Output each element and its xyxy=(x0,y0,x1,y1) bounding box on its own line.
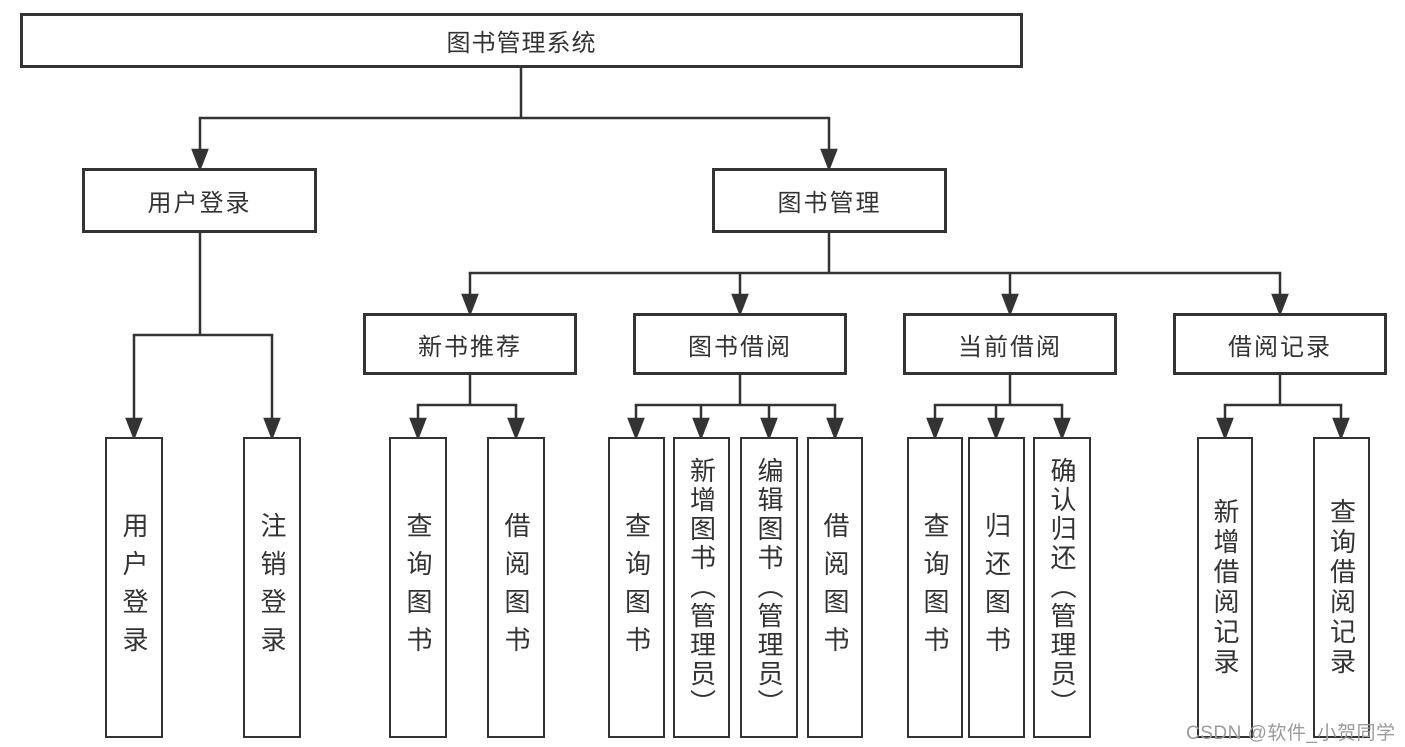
node-label: 查询借阅记录 xyxy=(1326,497,1357,678)
node-leaf-logout: 注销登录 xyxy=(243,437,301,738)
node-book-management: 图书管理 xyxy=(712,168,947,233)
node-leaf-query-books-current: 查询图书 xyxy=(907,437,963,738)
node-label: 查询图书 xyxy=(621,511,652,664)
node-label: 用户登录 xyxy=(119,511,149,664)
node-leaf-query-books-borrowing: 查询图书 xyxy=(608,437,665,738)
connector-bookmgmt-to-level3 xyxy=(461,233,1289,317)
node-label: 图书管理系统 xyxy=(446,30,597,57)
connector-borrowrecord-to-leaves xyxy=(1216,375,1350,441)
node-label: 查询图书 xyxy=(920,511,950,664)
node-label: 新增图书（管理员） xyxy=(686,457,717,718)
node-leaf-add-borrow-record: 新增借阅记录 xyxy=(1197,437,1253,738)
node-label: 编辑图书（管理员） xyxy=(754,457,784,718)
node-leaf-query-borrow-record: 查询借阅记录 xyxy=(1313,437,1370,738)
node-label: 归还图书 xyxy=(981,511,1012,664)
node-leaf-edit-books-admin: 编辑图书（管理员） xyxy=(740,437,798,738)
node-user-login: 用户登录 xyxy=(82,168,317,233)
csdn-watermark: CSDN @软件_小贺同学 xyxy=(1186,723,1396,744)
node-label: 新增借阅记录 xyxy=(1210,497,1240,678)
connector-currentborrow-to-leaves xyxy=(926,375,1071,441)
node-leaf-query-books-recommend: 查询图书 xyxy=(389,437,447,738)
node-leaf-confirm-return-admin: 确认归还（管理员） xyxy=(1033,437,1091,738)
node-leaf-add-books-admin: 新增图书（管理员） xyxy=(673,437,730,738)
node-label: 借阅记录 xyxy=(1228,333,1332,361)
connector-root-to-level2 xyxy=(191,68,838,172)
node-book-borrowing: 图书借阅 xyxy=(633,313,847,375)
node-current-borrowing: 当前借阅 xyxy=(903,313,1117,375)
node-label: 用户登录 xyxy=(147,190,252,217)
node-label: 借阅图书 xyxy=(820,511,850,664)
node-leaf-borrow-books-recommend: 借阅图书 xyxy=(487,437,545,738)
node-label: 注销登录 xyxy=(257,511,287,664)
node-label: 查询图书 xyxy=(403,511,433,664)
node-label: 确认归还（管理员） xyxy=(1047,457,1077,718)
node-new-book-recommend: 新书推荐 xyxy=(363,313,577,375)
node-leaf-borrow-books: 借阅图书 xyxy=(807,437,863,738)
node-label: 图书借阅 xyxy=(688,333,792,361)
node-label: 当前借阅 xyxy=(958,333,1062,361)
node-leaf-user-login: 用户登录 xyxy=(105,437,163,738)
connector-bookborrow-to-leaves xyxy=(627,375,844,441)
node-borrowing-records: 借阅记录 xyxy=(1173,313,1387,375)
node-library-management-system: 图书管理系统 xyxy=(20,13,1023,68)
node-label: 图书管理 xyxy=(777,190,882,217)
connector-newbookrec-to-leaves xyxy=(409,375,525,441)
connector-userlogin-to-leaves xyxy=(125,233,281,441)
node-label: 借阅图书 xyxy=(501,511,531,664)
node-leaf-return-books: 归还图书 xyxy=(968,437,1025,738)
node-label: 新书推荐 xyxy=(418,333,522,361)
